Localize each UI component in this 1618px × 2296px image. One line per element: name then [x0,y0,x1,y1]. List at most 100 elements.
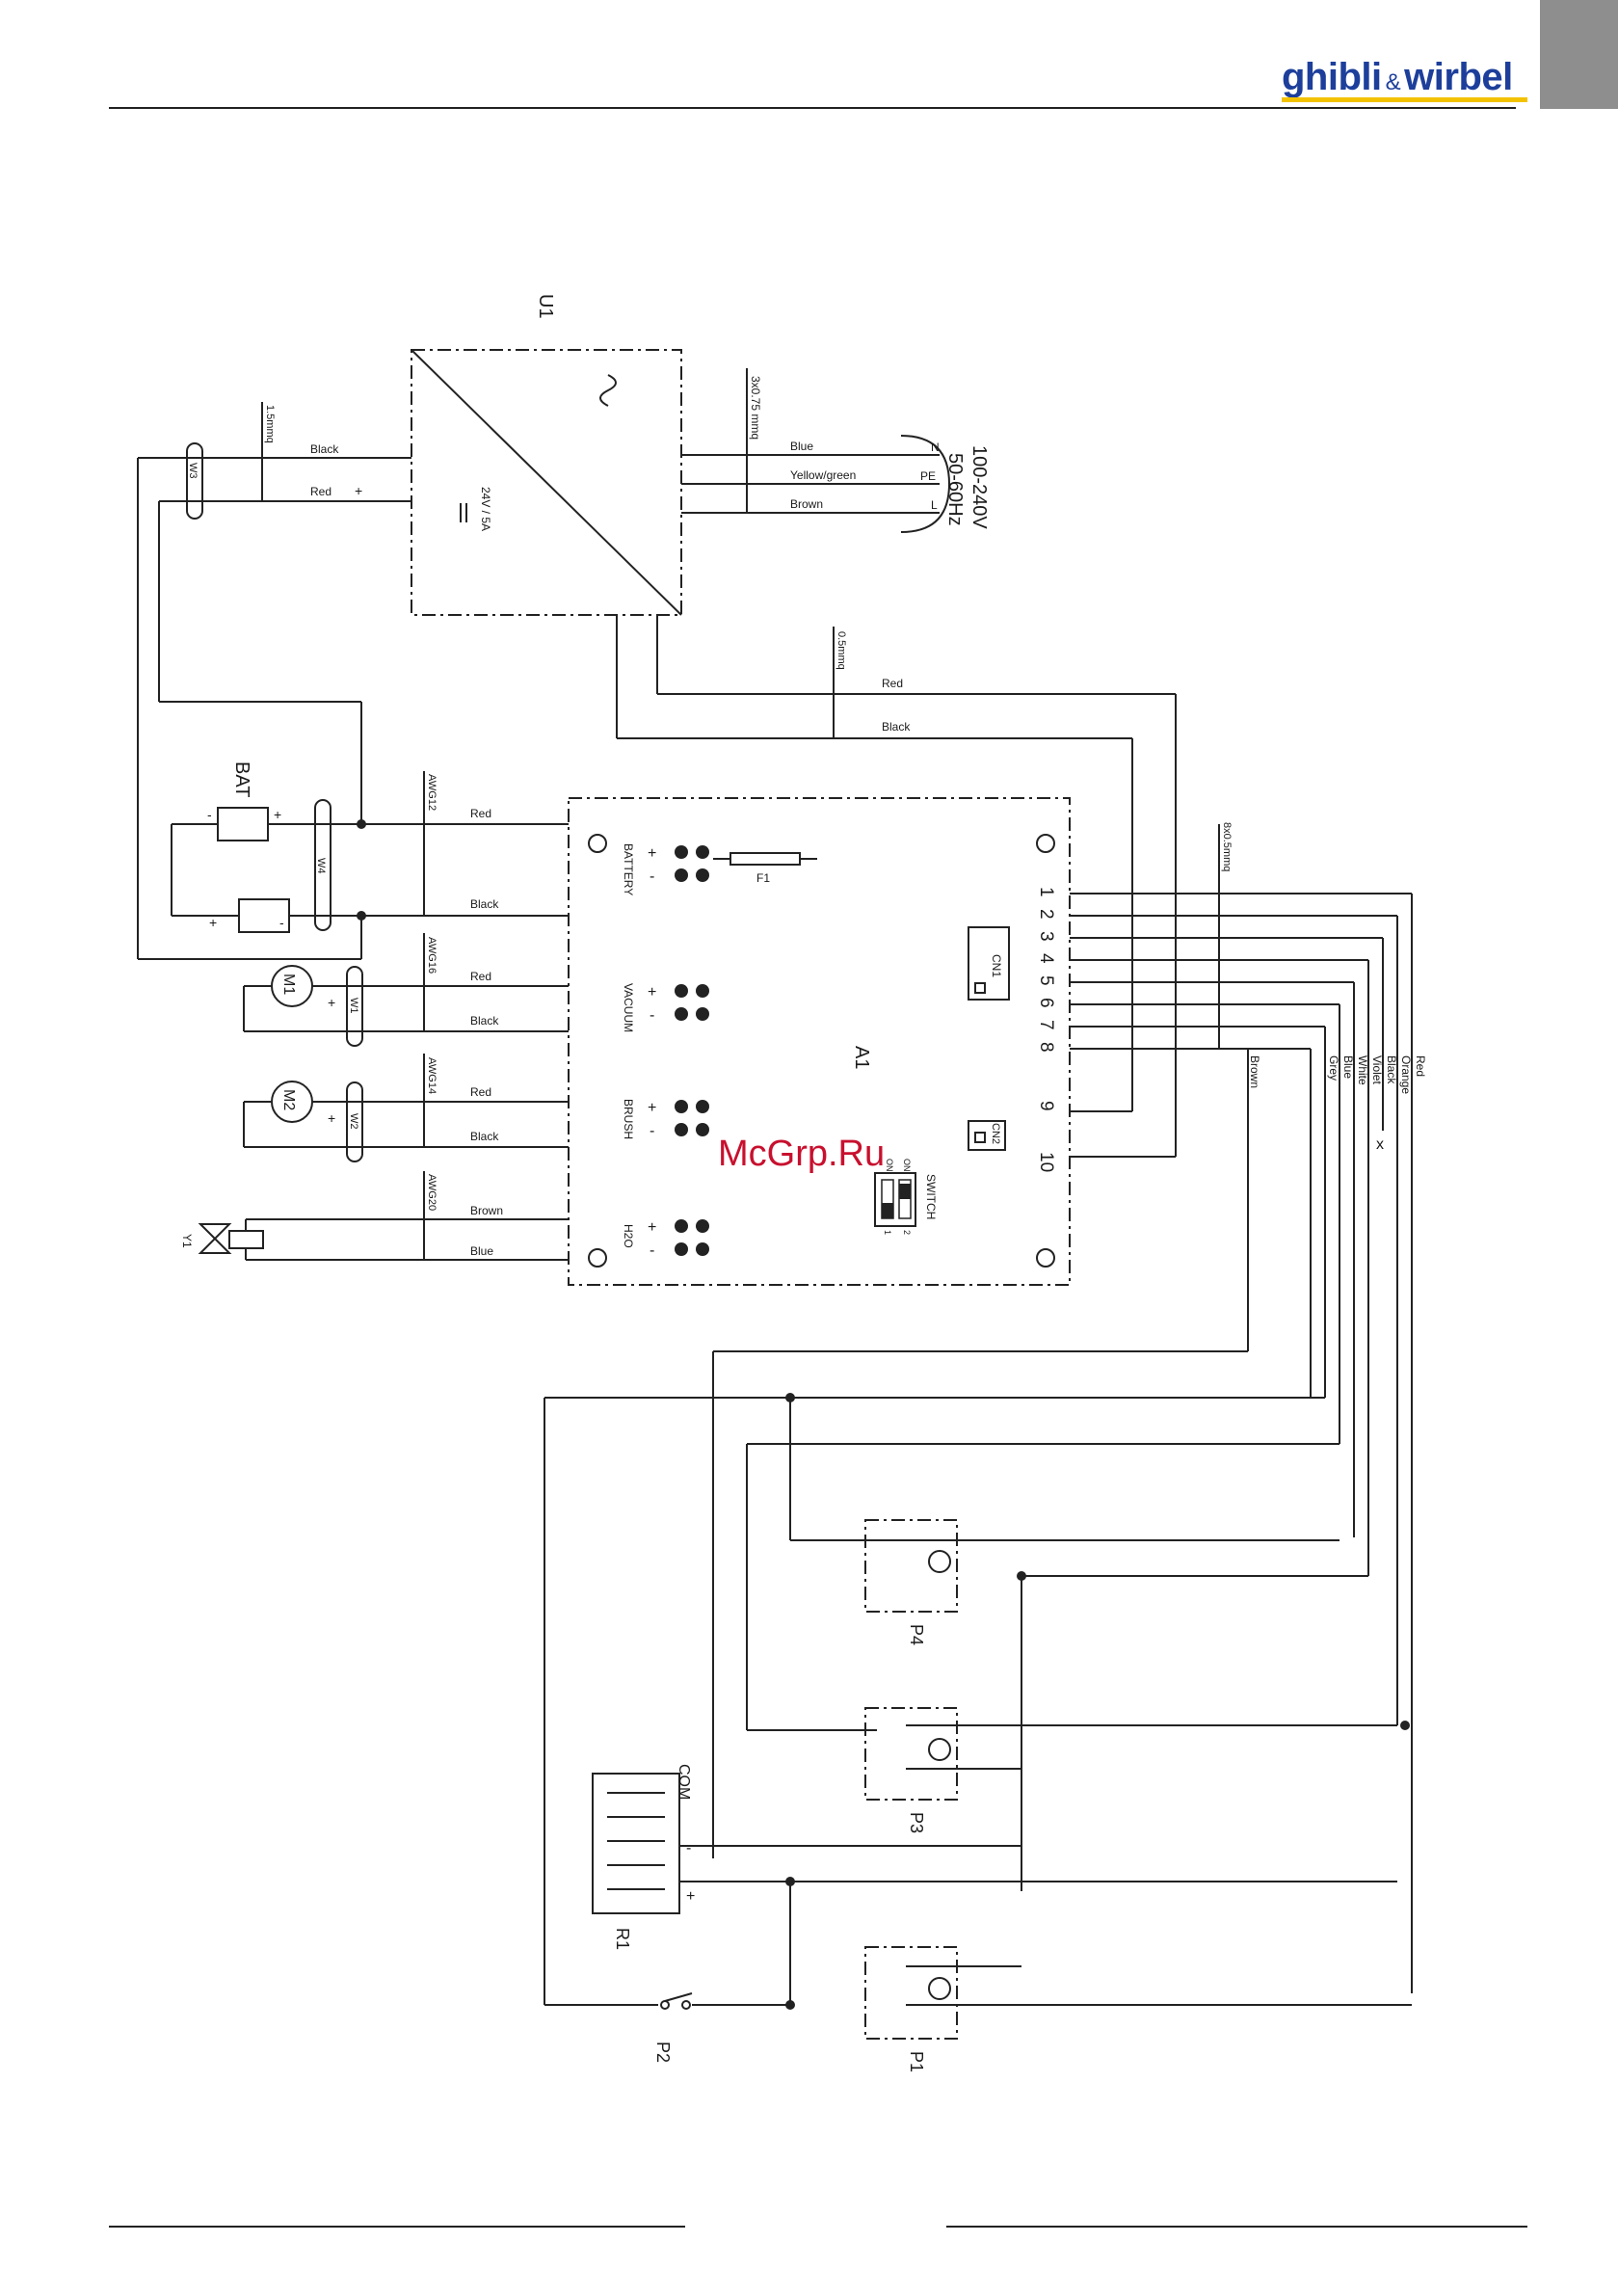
dip-switch-label: SWITCH [924,1174,938,1219]
psu-box [411,349,682,616]
mains-cable: 3x0.75 mmq [749,376,762,440]
mains-voltage: 100-240V [968,445,990,529]
svg-text:6: 6 [1036,998,1056,1008]
connector-vacuum: VACUUM [622,983,635,1032]
psu-out-plus: + [355,483,362,498]
fuse-f1 [729,852,801,866]
svg-text:8: 8 [1036,1042,1056,1053]
svg-text:5: 5 [1036,975,1056,986]
svg-text:Red: Red [470,1085,491,1099]
svg-text:+: + [648,1100,656,1116]
board-ref: A1 [851,1046,872,1069]
valve-y1 [198,1223,232,1254]
valve-cable: AWG20 [426,1174,438,1211]
svg-text:Black: Black [470,1014,499,1028]
svg-text:P3: P3 [907,1812,926,1833]
svg-text:M2: M2 [280,1089,297,1110]
svg-text:-: - [686,1840,691,1856]
svg-text:Red: Red [1414,1055,1427,1077]
dip-switch [874,1172,916,1227]
control-cable: 0.5mmq [836,631,847,670]
connector-h2o: H2O [622,1224,635,1248]
svg-text:-: - [650,1123,654,1139]
svg-text:-: - [650,1242,654,1259]
connector-brush: BRUSH [622,1099,635,1139]
mains-plug [900,435,951,533]
svg-text:Brown: Brown [1248,1055,1261,1088]
svg-text:-: - [650,1007,654,1024]
svg-text:Black: Black [470,1130,499,1143]
pushbutton-p3 [864,1707,958,1801]
harness-w3 [186,442,203,520]
battery-wire-black: Black [470,897,499,911]
brand-logo-underline [1282,97,1527,102]
header-rule [109,107,1516,109]
psu-out-black: Black [310,442,339,456]
svg-text:x: x [1376,1136,1384,1153]
pushbutton-p1 [864,1946,958,2040]
svg-text:1: 1 [883,1230,892,1235]
svg-text:M1: M1 [280,974,297,995]
pushbutton-p4 [864,1519,958,1613]
svg-text:Grey: Grey [1327,1055,1340,1081]
svg-text:Brown: Brown [470,1204,503,1217]
psu-output-rating: 24V / 5A [479,487,492,531]
svg-text:Blue: Blue [1341,1055,1355,1079]
svg-text:W2: W2 [348,1113,359,1130]
brush-cable: AWG14 [426,1057,438,1094]
board-a1 [568,797,1071,1286]
svg-text:ON: ON [885,1159,894,1172]
pushbutton-p2 [660,2000,670,2010]
psu-output-cable: 1.5mmq [264,405,276,443]
mains-pin-pe: PE [920,469,936,483]
svg-text:+: + [648,1219,656,1236]
mains-wire-yg: Yellow/green [790,468,856,482]
svg-text:W3: W3 [187,463,199,479]
footer-rule-right [946,2226,1527,2228]
fuse-ref: F1 [756,871,770,885]
footer-rule-left [109,2226,685,2228]
cn2 [968,1120,1006,1151]
battery-cell-2 [238,898,290,933]
svg-text:4: 4 [1036,953,1056,964]
svg-text:9: 9 [1036,1101,1056,1111]
battery-wire-red: Red [470,807,491,820]
svg-text:+: + [648,984,656,1001]
svg-text:CN2: CN2 [990,1123,1001,1144]
svg-text:3: 3 [1036,931,1056,942]
svg-text:Black: Black [1385,1055,1398,1084]
control-wire-black: Black [882,720,911,734]
svg-text:P1: P1 [907,2051,926,2072]
psu-ref: U1 [535,294,556,319]
battery-ref: BAT [231,761,252,797]
mains-wire-brown: Brown [790,497,823,511]
cn1 [968,926,1010,1001]
svg-text:COM: COM [676,1764,692,1800]
harness-w2 [346,1081,363,1162]
vacuum-cable: AWG16 [426,937,438,974]
svg-text:2: 2 [1036,909,1056,920]
page-tab [1540,0,1618,109]
svg-text:+: + [328,995,335,1010]
svg-text:Violet: Violet [1370,1055,1384,1084]
svg-text:Red: Red [470,970,491,983]
harness-w1 [346,966,363,1047]
svg-text:1: 1 [1036,887,1056,897]
svg-text:+: + [209,915,217,930]
svg-text:10: 10 [1036,1152,1056,1172]
svg-text:W4: W4 [315,858,327,874]
mains-frequency: 50-60Hz [944,453,966,526]
svg-text:W1: W1 [348,998,359,1014]
svg-text:CN1: CN1 [990,954,1003,977]
svg-text:7: 7 [1036,1020,1056,1030]
brand-logo: ghibli&wirbel [1282,56,1513,98]
control-wire-red: Red [882,677,903,690]
mains-wire-blue: Blue [790,440,813,453]
psu-out-red: Red [310,485,332,498]
svg-text:White: White [1356,1055,1369,1085]
svg-text:-: - [207,807,212,822]
svg-text:+: + [686,1888,695,1905]
svg-text:ON: ON [902,1159,912,1172]
battery-cell-1 [217,807,269,841]
svg-text:R1: R1 [613,1928,632,1950]
